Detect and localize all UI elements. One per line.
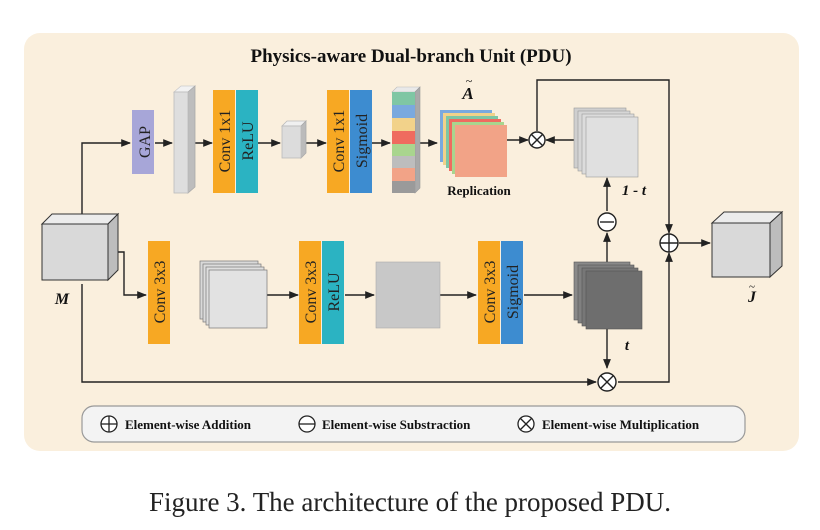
input-cube bbox=[40, 212, 120, 282]
conv3x3-b-block: Conv 3x3 bbox=[299, 241, 321, 344]
conv3x3-c-label: Conv 3x3 bbox=[482, 261, 499, 324]
conv3x3-a-label: Conv 3x3 bbox=[152, 261, 169, 324]
multiply-operator-top bbox=[528, 131, 546, 149]
figure-caption: Figure 3. The architecture of the propos… bbox=[148, 487, 672, 517]
conv3x3-c-block: Conv 3x3 bbox=[478, 241, 500, 344]
connectors bbox=[81, 79, 711, 386]
output-label: J bbox=[747, 289, 757, 306]
input-label: M bbox=[54, 291, 70, 308]
conv1x1-b-label: Conv 1x1 bbox=[331, 110, 348, 173]
one-minus-t-stack bbox=[573, 107, 639, 178]
conv1x1-a-block: Conv 1x1 bbox=[213, 90, 235, 193]
relu-b-block: ReLU bbox=[322, 241, 344, 344]
a-tilde: ~ bbox=[466, 74, 473, 88]
feature-block-mid bbox=[375, 261, 441, 329]
sigmoid-a-label: Sigmoid bbox=[354, 114, 371, 168]
replication-label: Replication bbox=[447, 183, 511, 198]
gap-block: GAP bbox=[132, 110, 154, 174]
sigmoid-b-label: Sigmoid bbox=[505, 265, 522, 319]
small-feature-cube bbox=[281, 120, 307, 159]
legend-addition-label: Element-wise Addition bbox=[125, 417, 252, 432]
conv3x3-b-label: Conv 3x3 bbox=[303, 261, 320, 324]
conv1x1-a-label: Conv 1x1 bbox=[217, 110, 234, 173]
replicated-a-stack bbox=[440, 110, 507, 177]
sigmoid-a-block: Sigmoid bbox=[350, 90, 372, 193]
channel-vector-bar bbox=[391, 86, 421, 194]
legend: Element-wise Addition Element-wise Subst… bbox=[81, 405, 746, 443]
gap-feature-bar bbox=[172, 85, 197, 194]
pdu-diagram: Physics-aware Dual-branch Unit (PDU) M G… bbox=[24, 33, 799, 451]
gap-label: GAP bbox=[137, 126, 154, 158]
t-label: t bbox=[625, 338, 630, 354]
multiply-operator-bottom bbox=[597, 372, 617, 392]
sigmoid-b-block: Sigmoid bbox=[501, 241, 523, 344]
conv3x3-a-block: Conv 3x3 bbox=[148, 241, 170, 344]
conv1x1-b-block: Conv 1x1 bbox=[327, 90, 349, 193]
relu-a-label: ReLU bbox=[240, 121, 257, 161]
output-cube bbox=[710, 210, 784, 279]
legend-multiplication-label: Element-wise Multiplication bbox=[542, 417, 700, 432]
legend-subtraction-label: Element-wise Substraction bbox=[322, 417, 471, 432]
one-minus-t-label: 1 - t bbox=[622, 183, 647, 199]
legend-subtraction-icon bbox=[298, 415, 316, 433]
output-tilde: ~ bbox=[749, 281, 755, 293]
legend-addition-icon bbox=[100, 415, 118, 433]
subtract-operator bbox=[597, 212, 617, 232]
pdu-title: Physics-aware Dual-branch Unit (PDU) bbox=[250, 46, 571, 67]
a-label: A bbox=[461, 84, 473, 103]
legend-multiplication-icon bbox=[517, 415, 535, 433]
relu-a-block: ReLU bbox=[236, 90, 258, 193]
add-operator bbox=[659, 233, 679, 253]
feature-stack-a bbox=[199, 260, 268, 329]
relu-b-label: ReLU bbox=[326, 272, 343, 312]
t-stack bbox=[573, 261, 643, 330]
